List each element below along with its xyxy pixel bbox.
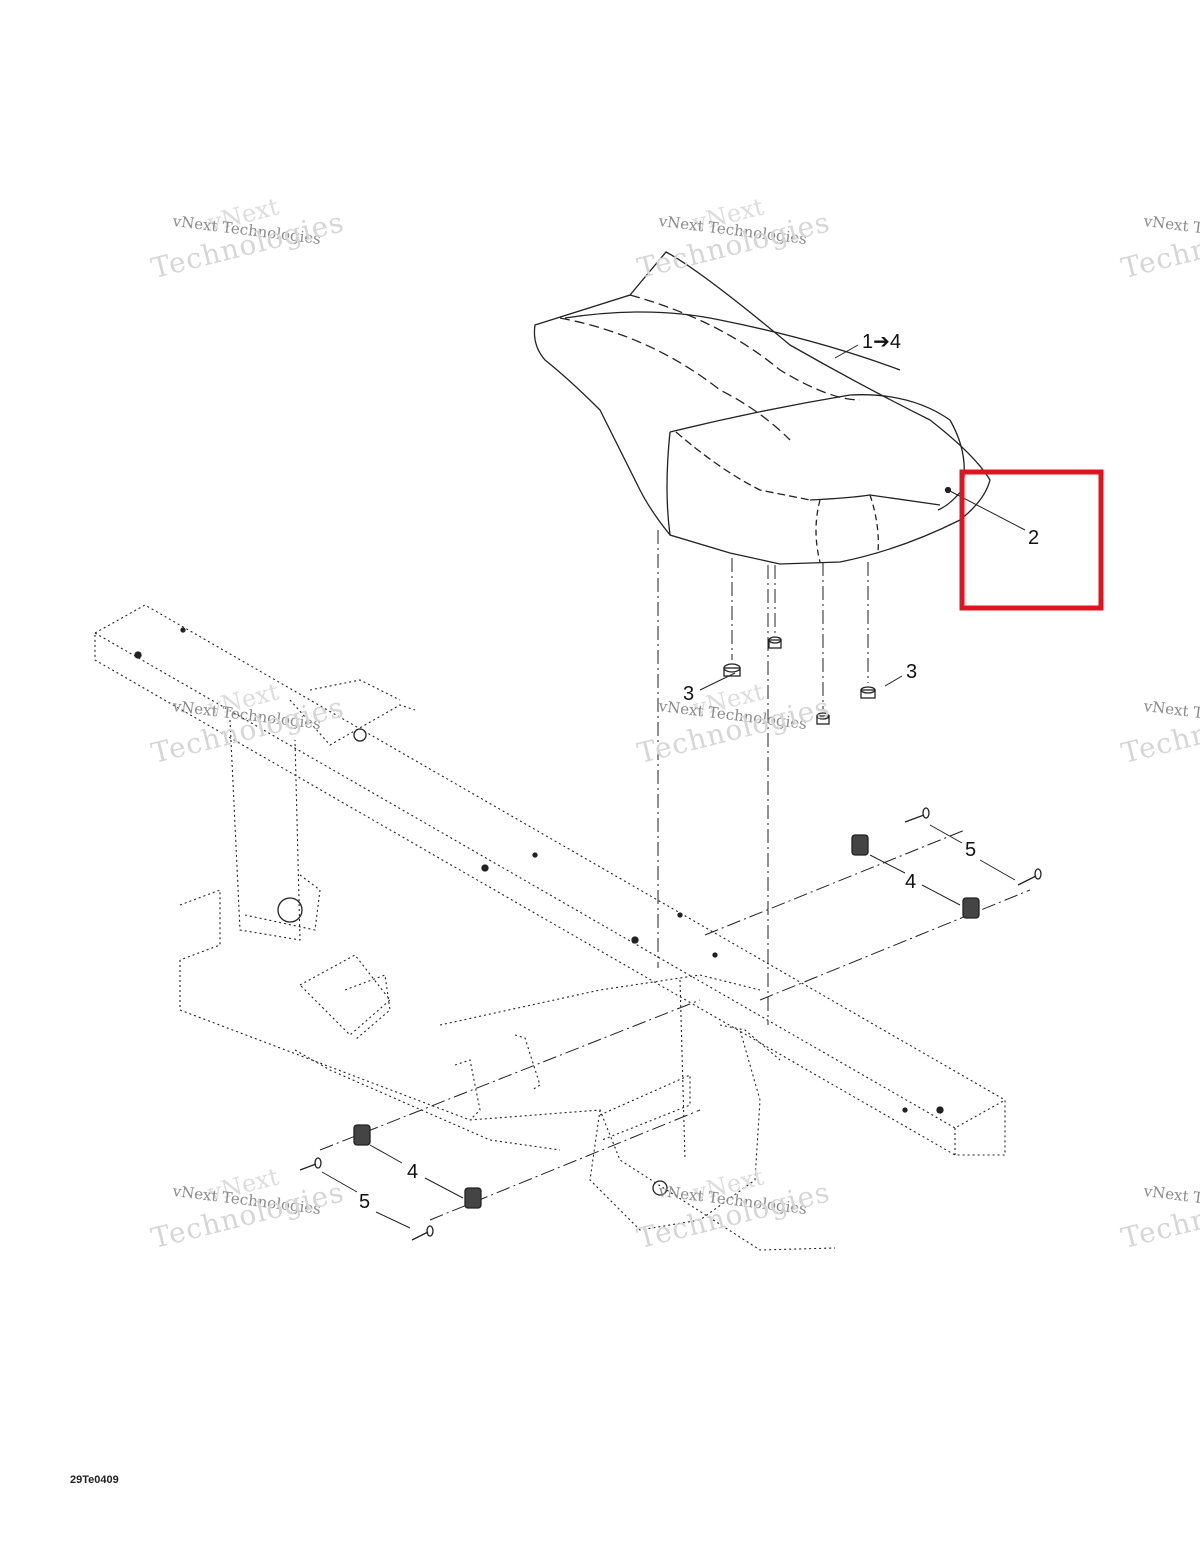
bracket-icon [353, 834, 980, 1209]
callout-emblem: 2 [1028, 527, 1039, 549]
figure-code: 29Te0409 [70, 1474, 119, 1486]
bumper-icon [723, 636, 876, 725]
screw-icon [299, 807, 1042, 1241]
callout-bracket-upper: 4 [905, 871, 916, 893]
callout-screw-lower: 5 [359, 1191, 370, 1213]
assembly-guide-lines [319, 530, 1031, 1221]
seat [533, 251, 991, 565]
callout-bumper-right: 3 [906, 661, 917, 683]
frame-holes [134, 627, 944, 1196]
vehicle-frame [94, 604, 1006, 1251]
callout-leaders [321, 344, 1026, 1229]
callout-seat: 1➔4 [862, 331, 901, 353]
callout-screw-upper: 5 [965, 839, 976, 861]
callout-bracket-lower: 4 [407, 1161, 418, 1183]
callout-bumper-left: 3 [683, 683, 694, 705]
highlight-box [959, 469, 1104, 611]
